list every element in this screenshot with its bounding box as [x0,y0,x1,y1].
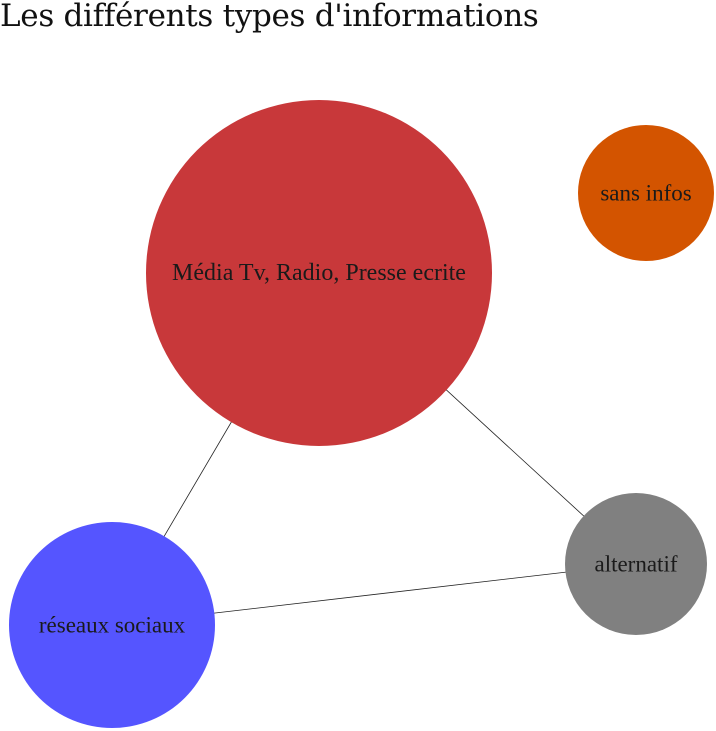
node-circle-alternatif [565,493,707,635]
node-reseaux: réseaux sociaux [9,522,215,728]
diagram-title: Les différents types d'informations [0,0,539,34]
node-circle-reseaux [9,522,215,728]
node-label-media: Média Tv, Radio, Presse ecrite [172,260,466,286]
node-alternatif: alternatif [565,493,707,635]
node-circle-media [146,100,492,446]
node-label-sans_infos: sans infos [600,181,691,206]
node-media: Média Tv, Radio, Presse ecrite [146,100,492,446]
node-sans_infos: sans infos [578,125,714,261]
nodes-layer: Média Tv, Radio, Presse ecrite sans infos… [9,100,714,728]
node-label-reseaux: réseaux sociaux [39,613,186,638]
node-label-alternatif: alternatif [594,552,677,577]
node-circle-sans_infos [578,125,714,261]
